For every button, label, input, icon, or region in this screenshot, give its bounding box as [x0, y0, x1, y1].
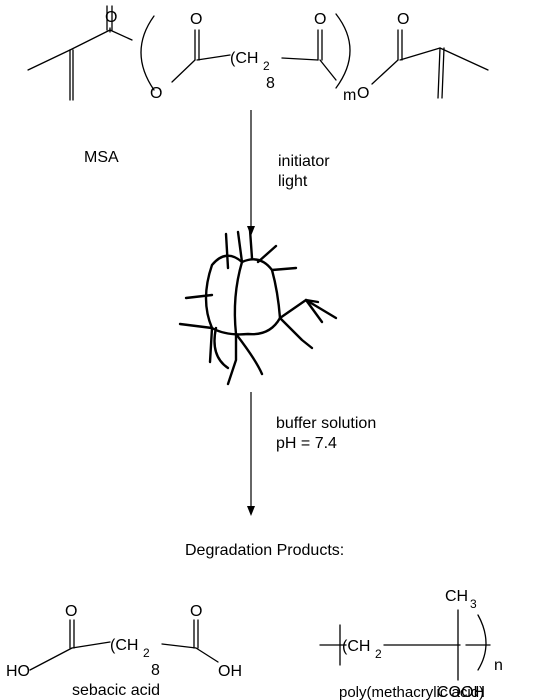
- msa-ch2-count: 8: [266, 75, 275, 92]
- msa-carbonyl-o-1: O: [105, 9, 117, 26]
- msa-carbonyl-o-2: O: [190, 11, 202, 28]
- msa-ester-o-1: O: [150, 85, 162, 102]
- step2-line2: pH = 7.4: [276, 435, 337, 452]
- step1-line1: initiator: [278, 153, 330, 170]
- pma-ch3-subscript: 3: [470, 597, 477, 611]
- step2-line1: buffer solution: [276, 415, 376, 432]
- step1-line2: light: [278, 173, 308, 190]
- sebacic-acid-structure: [29, 619, 219, 671]
- pma-cooh-label: COOH: [437, 684, 485, 700]
- pma-ch2-subscript: 2: [375, 647, 382, 661]
- sebacic-carbonyl-o-1: O: [65, 603, 77, 620]
- msa-label: MSA: [84, 149, 119, 166]
- msa-carbonyl-o-3: O: [314, 11, 326, 28]
- crosslinked-network: [178, 228, 338, 386]
- sebacic-ch2-count: 8: [151, 662, 160, 679]
- msa-ch2-label: (CH: [230, 50, 258, 67]
- pma-ch2-label: (CH: [342, 638, 370, 655]
- msa-carbonyl-o-4: O: [397, 11, 409, 28]
- msa-repeat-m: m: [343, 87, 356, 104]
- products-heading: Degradation Products:: [185, 542, 344, 559]
- sebacic-ch2-subscript: 2: [143, 646, 150, 660]
- arrow-2-head: [247, 506, 255, 516]
- msa-structure: [27, 5, 489, 101]
- msa-ch2-subscript: 2: [263, 59, 270, 73]
- sebacic-right-oh: OH: [218, 663, 242, 680]
- pma-label: poly(methacrylic acid): [339, 684, 484, 700]
- pma-structure: [319, 609, 491, 681]
- sebacic-acid-label: sebacic acid: [72, 682, 160, 699]
- sebacic-carbonyl-o-2: O: [190, 603, 202, 620]
- pma-repeat-n: n: [494, 657, 503, 674]
- pma-ch3-label: CH: [445, 588, 468, 605]
- sebacic-ch2-label: (CH: [110, 637, 138, 654]
- msa-ester-o-2: O: [357, 85, 369, 102]
- sebacic-left-oh: HO: [6, 663, 30, 680]
